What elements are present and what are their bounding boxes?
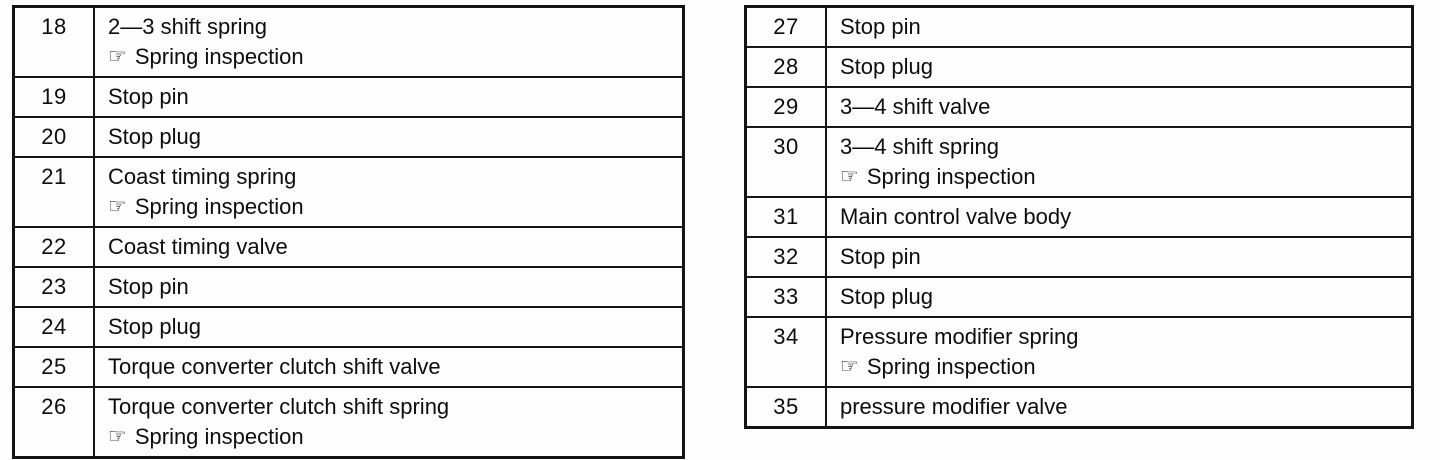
table-row: 32 Stop pin [747,238,1411,278]
item-description: Torque converter clutch shift spring [108,394,450,419]
item-description-cell: Coast timing spring ☞ Spring inspection [95,158,682,226]
spring-inspection-note: ☞ Spring inspection [108,422,672,452]
pointing-hand-icon: ☞ [108,45,127,68]
item-description-cell: Stop plug [827,48,1411,86]
item-number-cell: 25 [15,348,95,386]
item-description: 2—3 shift spring [108,14,267,39]
item-number-cell: 22 [15,228,95,266]
pointing-hand-icon: ☞ [108,425,127,448]
item-number-cell: 23 [15,268,95,306]
item-description: Coast timing valve [108,234,288,259]
table-row: 23 Stop pin [15,268,682,308]
item-number-cell: 18 [15,8,95,76]
item-number-cell: 31 [747,198,827,236]
item-description-cell: Main control valve body [827,198,1411,236]
table-row: 27 Stop pin [747,8,1411,48]
item-description: Stop pin [108,274,189,299]
item-description: Stop plug [840,284,933,309]
item-description-cell: Stop plug [95,118,682,156]
item-number-cell: 27 [747,8,827,46]
item-description: 3—4 shift valve [840,94,991,119]
item-description: 3—4 shift spring [840,134,999,159]
parts-table-right: 27 Stop pin 28 Stop plug 29 3—4 shift va… [744,5,1414,429]
item-description: Stop plug [108,124,201,149]
table-row: 35 pressure modifier valve [747,388,1411,426]
spring-inspection-note: ☞ Spring inspection [840,352,1401,382]
spring-inspection-label: Spring inspection [134,424,304,449]
item-description: pressure modifier valve [840,394,1068,419]
item-description-cell: 2—3 shift spring ☞ Spring inspection [95,8,682,76]
item-description: Coast timing spring [108,164,297,189]
table-row: 24 Stop plug [15,308,682,348]
table-row: 26 Torque converter clutch shift spring … [15,388,682,456]
pointing-hand-icon: ☞ [108,195,127,218]
table-row: 30 3—4 shift spring ☞ Spring inspection [747,128,1411,198]
item-number-cell: 35 [747,388,827,426]
spring-inspection-note: ☞ Spring inspection [108,42,672,72]
pointing-hand-icon: ☞ [840,165,859,188]
table-row: 34 Pressure modifier spring ☞ Spring ins… [747,318,1411,388]
item-description-cell: Stop pin [95,268,682,306]
item-description: Torque converter clutch shift valve [108,354,441,379]
spring-inspection-note: ☞ Spring inspection [108,192,672,222]
item-description-cell: Stop plug [827,278,1411,316]
spring-inspection-label: Spring inspection [866,354,1036,379]
table-row: 25 Torque converter clutch shift valve [15,348,682,388]
item-description-cell: Coast timing valve [95,228,682,266]
item-description: Stop plug [108,314,201,339]
table-row: 33 Stop plug [747,278,1411,318]
item-description-cell: Stop pin [95,78,682,116]
spring-inspection-label: Spring inspection [134,44,304,69]
item-number-cell: 30 [747,128,827,196]
parts-table-left: 18 2—3 shift spring ☞ Spring inspection … [12,5,685,459]
item-number-cell: 32 [747,238,827,276]
item-number-cell: 21 [15,158,95,226]
item-description-cell: Stop plug [95,308,682,346]
item-description: Main control valve body [840,204,1072,229]
item-number-cell: 28 [747,48,827,86]
item-number-cell: 29 [747,88,827,126]
item-number-cell: 19 [15,78,95,116]
item-description-cell: Torque converter clutch shift spring ☞ S… [95,388,682,456]
item-description-cell: 3—4 shift spring ☞ Spring inspection [827,128,1411,196]
item-number-cell: 24 [15,308,95,346]
item-description-cell: Stop pin [827,238,1411,276]
spring-inspection-note: ☞ Spring inspection [840,162,1401,192]
table-row: 19 Stop pin [15,78,682,118]
table-row: 31 Main control valve body [747,198,1411,238]
table-row: 18 2—3 shift spring ☞ Spring inspection [15,8,682,78]
item-description-cell: Stop pin [827,8,1411,46]
item-description: Stop pin [840,14,921,39]
table-row: 28 Stop plug [747,48,1411,88]
table-row: 29 3—4 shift valve [747,88,1411,128]
item-description: Stop pin [108,84,189,109]
spring-inspection-label: Spring inspection [866,164,1036,189]
item-number-cell: 34 [747,318,827,386]
item-number-cell: 26 [15,388,95,456]
table-row: 21 Coast timing spring ☞ Spring inspecti… [15,158,682,228]
item-number-cell: 33 [747,278,827,316]
item-description: Stop plug [840,54,933,79]
item-description: Stop pin [840,244,921,269]
pointing-hand-icon: ☞ [840,355,859,378]
item-description-cell: Torque converter clutch shift valve [95,348,682,386]
table-row: 20 Stop plug [15,118,682,158]
item-description-cell: pressure modifier valve [827,388,1411,426]
table-row: 22 Coast timing valve [15,228,682,268]
item-number-cell: 20 [15,118,95,156]
item-description: Pressure modifier spring [840,324,1079,349]
item-description-cell: Pressure modifier spring ☞ Spring inspec… [827,318,1411,386]
spring-inspection-label: Spring inspection [134,194,304,219]
item-description-cell: 3—4 shift valve [827,88,1411,126]
